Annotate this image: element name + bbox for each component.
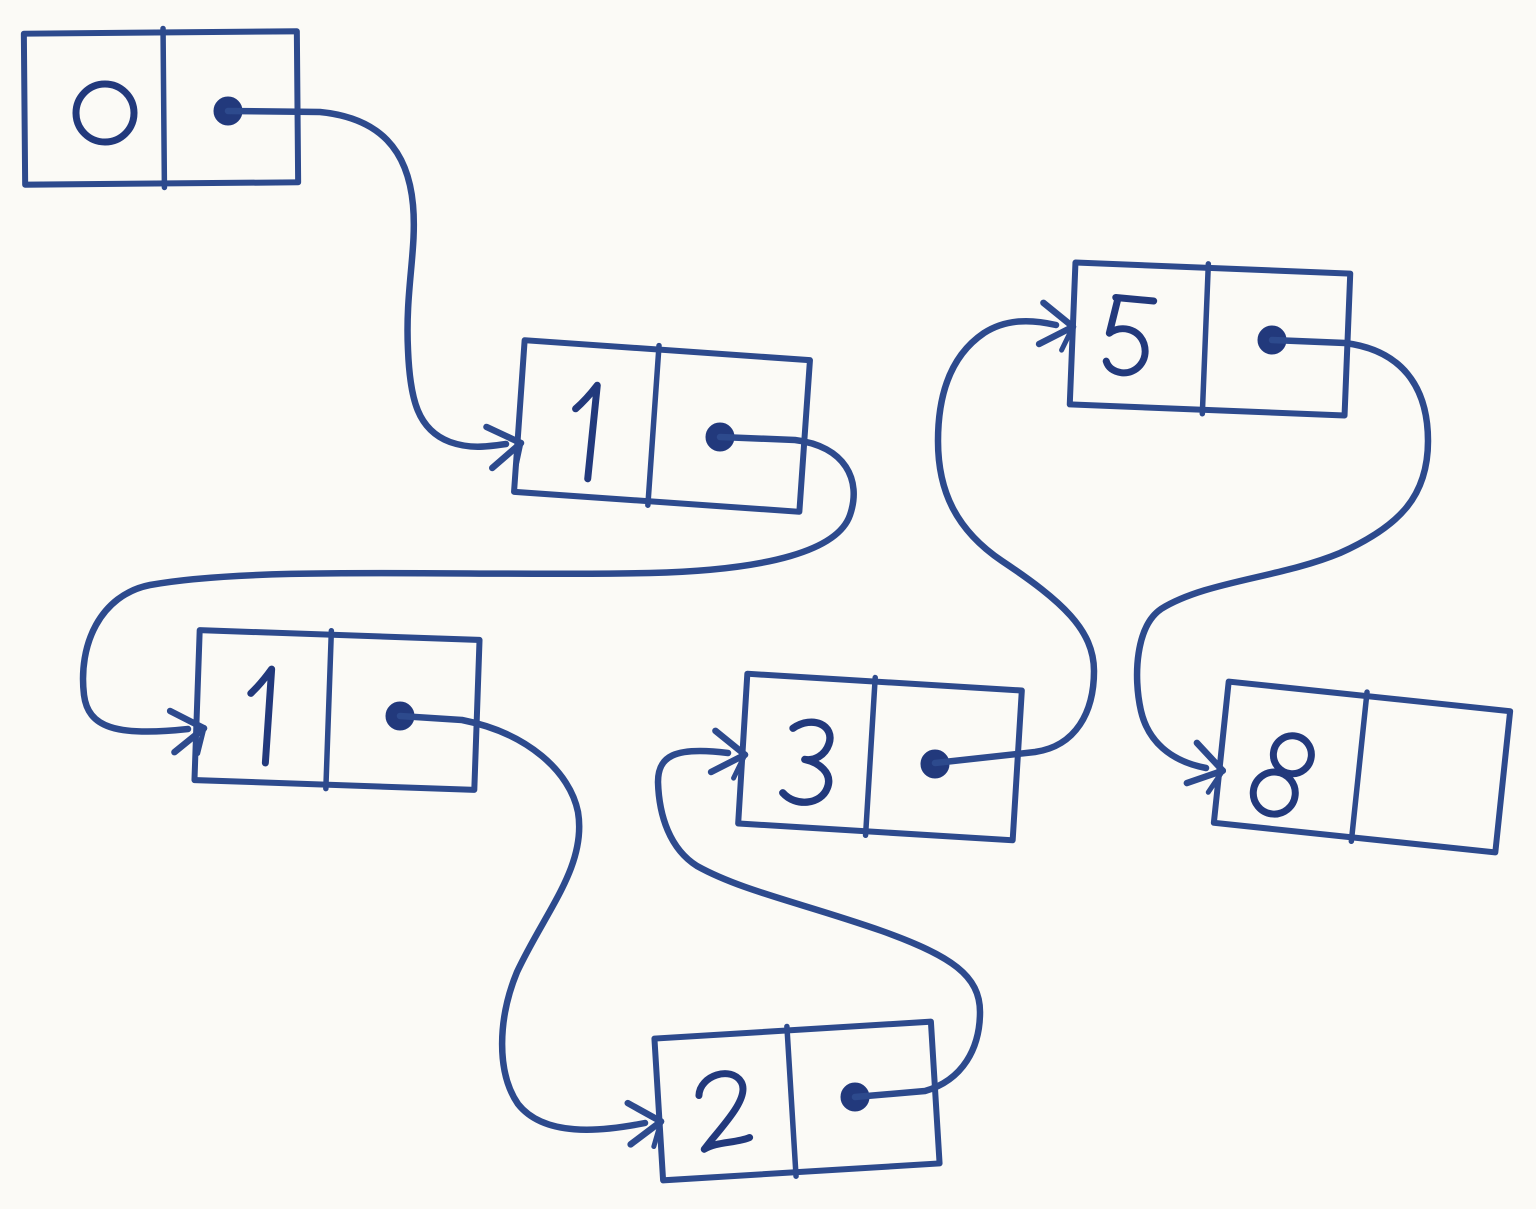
digit-stroke	[1112, 293, 1158, 305]
digit-stroke	[1249, 768, 1299, 818]
arrowhead-stroke	[1040, 299, 1077, 330]
arrowhead-stroke	[171, 725, 208, 756]
arrowhead-stroke	[707, 751, 749, 776]
arrowhead-stroke	[1205, 768, 1226, 795]
pointer-arrow-n3-n5	[931, 318, 1098, 767]
arrowhead-stroke	[1035, 323, 1077, 348]
digit-stroke	[779, 718, 834, 806]
digit-stroke	[247, 665, 276, 767]
node-value-1	[247, 665, 276, 767]
digit-stroke	[72, 80, 138, 146]
arrowhead	[707, 727, 749, 781]
node-value-0	[72, 80, 138, 146]
arrowhead-stroke	[489, 439, 525, 472]
digit-stroke	[695, 1070, 754, 1153]
pointer-arrow-head-n1a	[224, 107, 510, 450]
cell-divider	[1348, 689, 1370, 845]
pointer-arrow-n1a-n1b	[79, 433, 857, 735]
digit-stroke	[1269, 732, 1315, 778]
digit-stroke	[1102, 296, 1149, 377]
arrowhead-stroke	[627, 1118, 665, 1148]
arrowhead-stroke	[195, 725, 207, 756]
node-box	[511, 337, 813, 515]
node-value-1	[572, 381, 601, 483]
digit-stroke	[572, 381, 601, 483]
arrowhead	[1183, 739, 1227, 795]
node-value-8	[1249, 732, 1315, 818]
arrowhead	[483, 423, 525, 472]
cell-divider	[160, 25, 168, 191]
arrowhead-stroke	[1193, 739, 1227, 774]
list-node-n2	[651, 1018, 943, 1184]
list-node-head	[20, 25, 302, 191]
node-box	[191, 627, 483, 793]
arrowhead	[1035, 299, 1077, 353]
cell-divider	[1199, 261, 1212, 417]
pointer-arrow-n5-n8	[1133, 336, 1432, 772]
arrowhead-stroke	[731, 752, 748, 781]
node-box	[651, 1018, 943, 1184]
list-node-n3	[735, 670, 1025, 844]
cell-divider	[784, 1023, 799, 1179]
cell-divider	[645, 342, 662, 508]
arrowhead-stroke	[1183, 767, 1227, 787]
pointer-arrow-n1b-n2	[396, 712, 649, 1133]
arrowhead-stroke	[1059, 324, 1076, 353]
arrowhead-stroke	[624, 1099, 665, 1125]
list-node-n8	[1210, 678, 1514, 856]
arrowhead-stroke	[513, 440, 524, 471]
list-node-n1b	[191, 627, 483, 793]
node-box	[1210, 678, 1514, 856]
cell-divider	[862, 674, 878, 839]
arrowhead	[166, 707, 208, 756]
list-node-n1a	[511, 337, 813, 515]
arrowhead-stroke	[651, 1119, 664, 1150]
node-value-5	[1102, 293, 1158, 377]
node-box	[735, 670, 1025, 844]
arrowhead-stroke	[166, 707, 208, 732]
pointer-arrow-n2-n3	[654, 747, 984, 1101]
cell-divider	[323, 628, 335, 792]
arrowhead-stroke	[712, 727, 749, 758]
arrowhead-stroke	[483, 423, 525, 447]
node-value-3	[779, 718, 834, 806]
node-value-2	[695, 1070, 754, 1153]
arrowhead	[624, 1099, 665, 1150]
